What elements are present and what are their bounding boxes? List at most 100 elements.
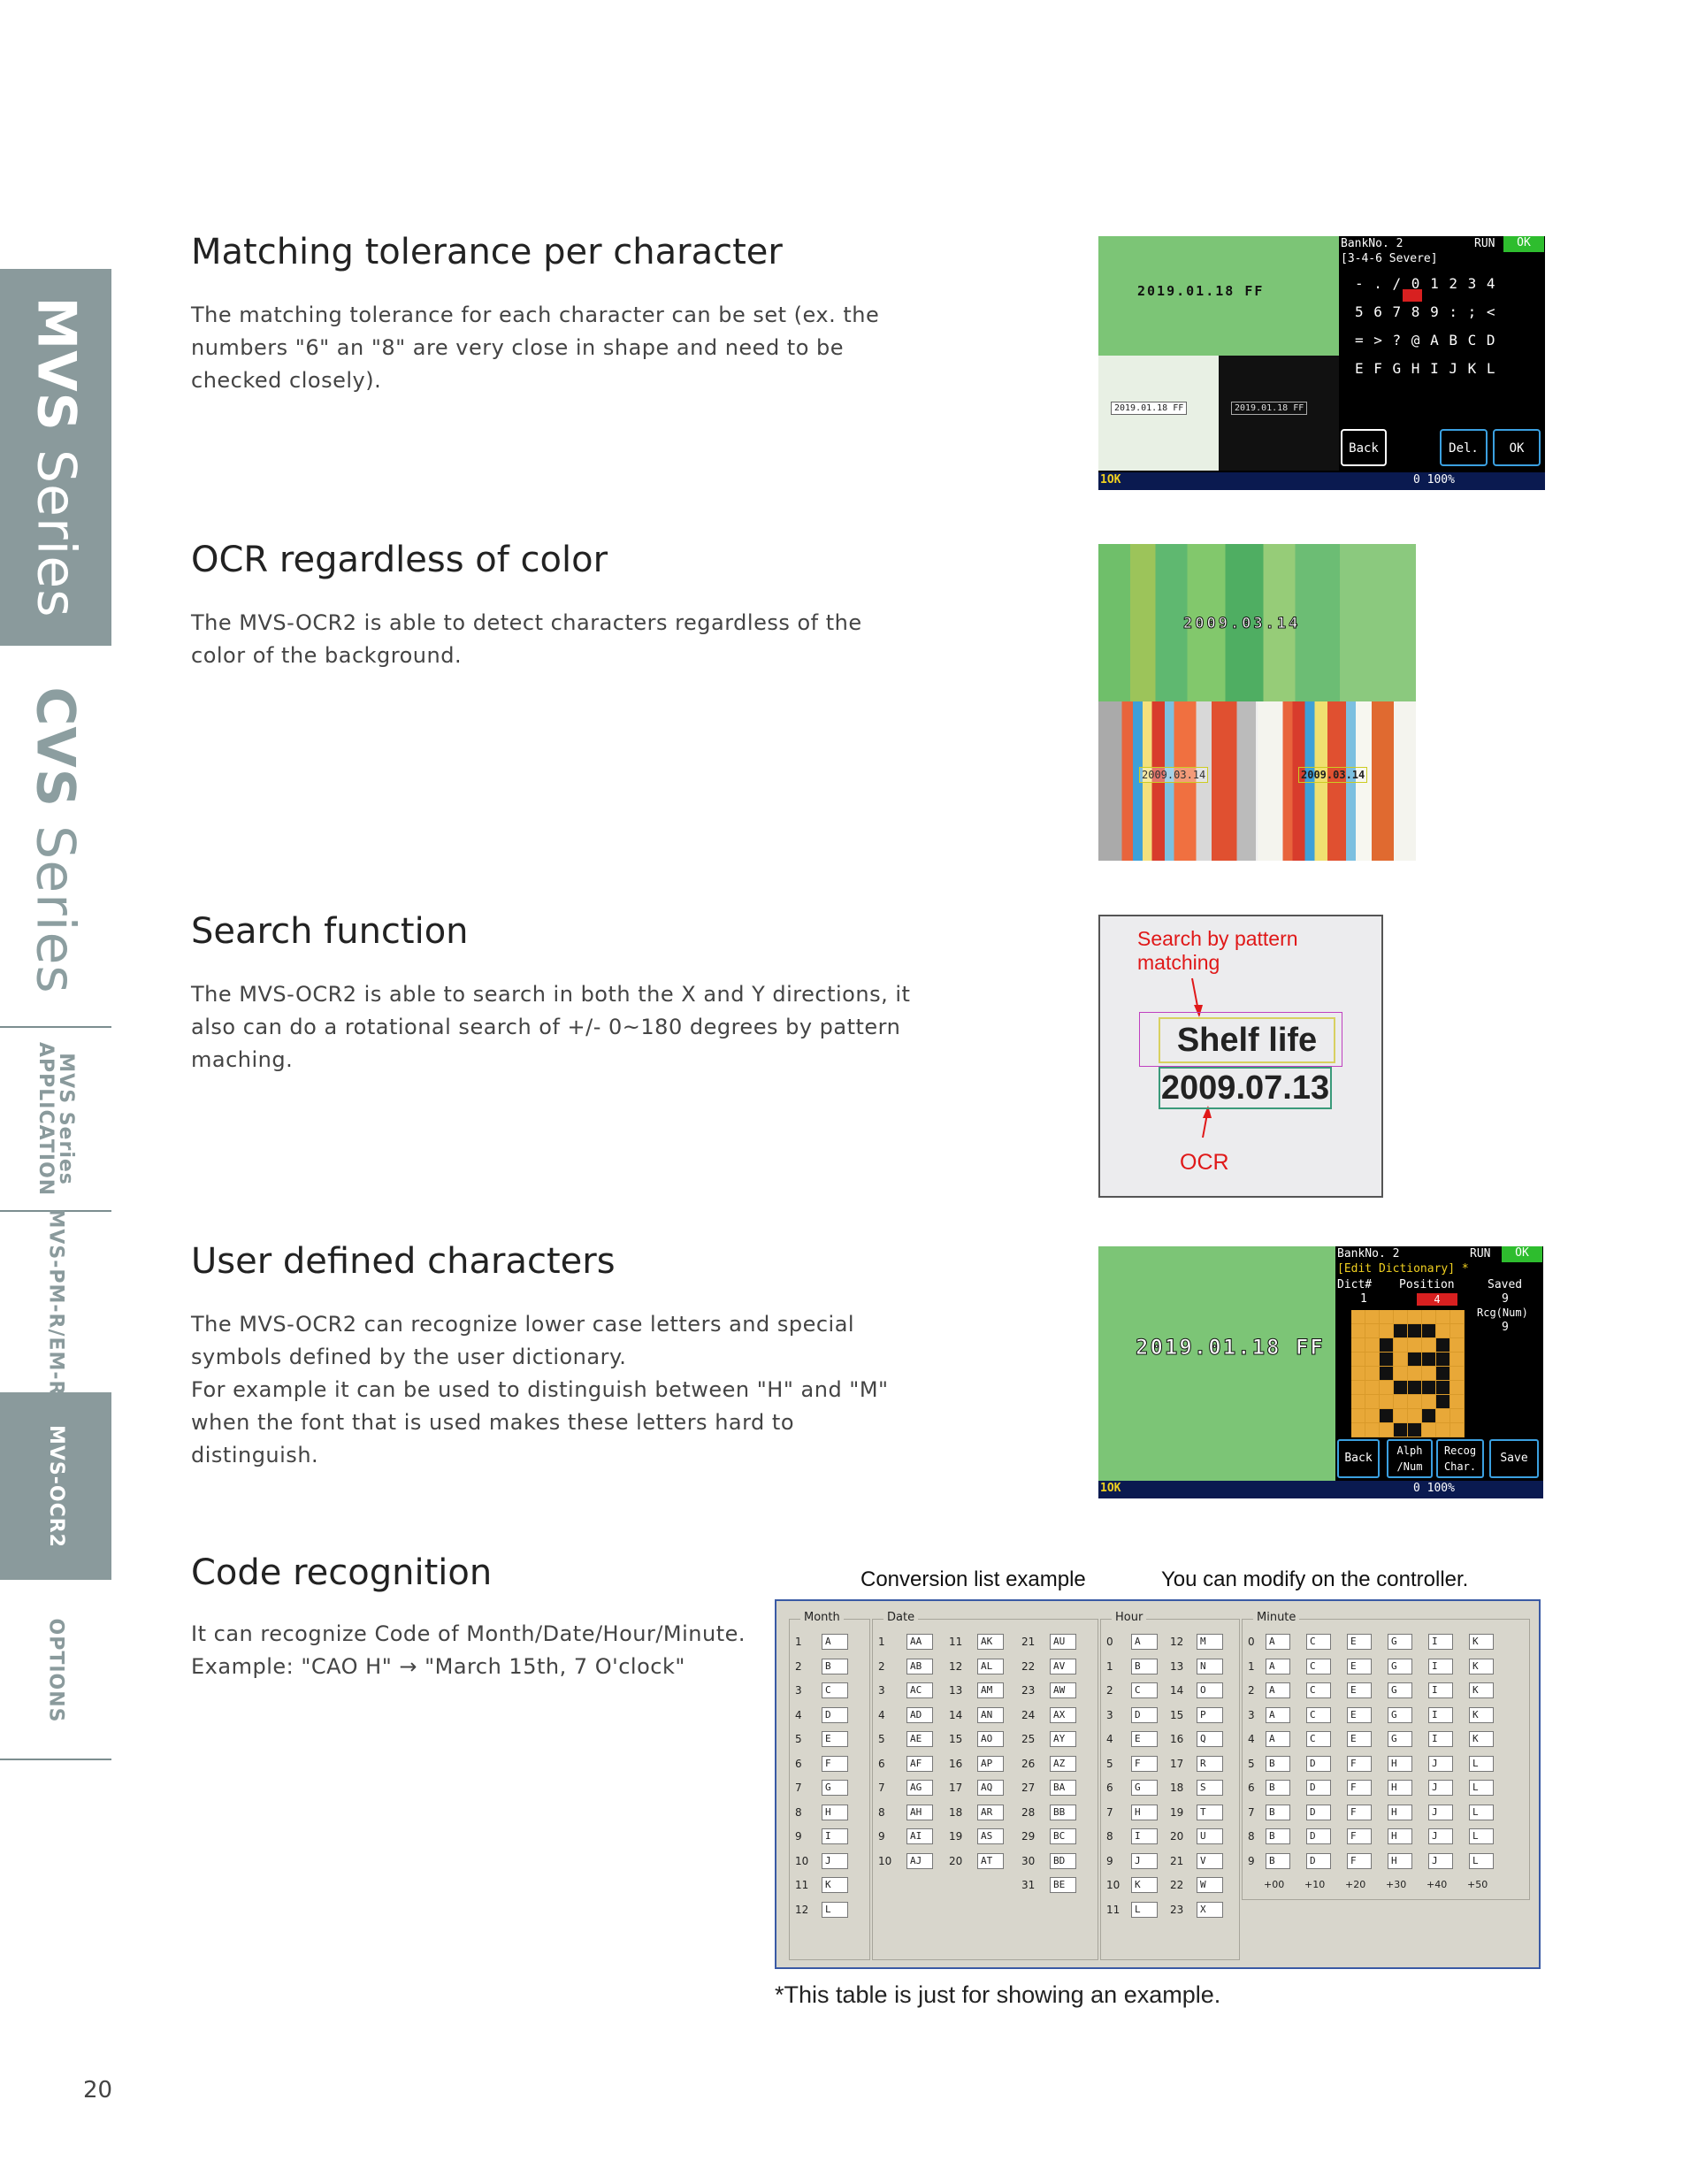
code-value-field[interactable]: A (1266, 1731, 1290, 1747)
pixel-cell[interactable] (1380, 1409, 1393, 1422)
code-value-field[interactable]: C (1306, 1706, 1331, 1723)
code-value-field[interactable]: AT (977, 1852, 1004, 1869)
code-value-field[interactable]: J (822, 1852, 848, 1869)
pixel-cell[interactable] (1351, 1324, 1365, 1337)
sidebar-tab-mvs-application[interactable]: MVS Series APPLICATION (0, 1028, 111, 1210)
code-value-field[interactable]: AR (977, 1804, 1004, 1820)
code-value-field[interactable]: F (1347, 1828, 1372, 1844)
code-value-field[interactable]: AC (906, 1682, 933, 1698)
code-value-field[interactable]: F (1131, 1755, 1158, 1772)
code-value-field[interactable]: F (1347, 1780, 1372, 1796)
code-value-field[interactable]: AD (906, 1706, 933, 1723)
code-value-field[interactable]: A (822, 1634, 848, 1650)
code-value-field[interactable]: T (1197, 1804, 1223, 1820)
code-value-field[interactable]: G (1388, 1731, 1412, 1747)
code-value-field[interactable]: H (1388, 1804, 1412, 1820)
pixel-cell[interactable] (1422, 1409, 1435, 1422)
code-value-field[interactable]: B (1266, 1828, 1290, 1844)
pixel-cell[interactable] (1365, 1338, 1379, 1352)
code-value-field[interactable]: AX (1050, 1706, 1076, 1723)
pixel-cell[interactable] (1394, 1338, 1407, 1352)
code-value-field[interactable]: D (1306, 1852, 1331, 1869)
code-value-field[interactable]: B (822, 1658, 848, 1674)
code-value-field[interactable]: AF (906, 1755, 933, 1772)
code-value-field[interactable]: F (1347, 1755, 1372, 1772)
code-value-field[interactable]: A (1266, 1634, 1290, 1650)
pixel-cell[interactable] (1365, 1395, 1379, 1408)
code-value-field[interactable]: H (1388, 1852, 1412, 1869)
pixel-cell[interactable] (1365, 1310, 1379, 1323)
pixel-cell[interactable] (1394, 1310, 1407, 1323)
pixel-cell[interactable] (1436, 1310, 1449, 1323)
pixel-cell[interactable] (1380, 1381, 1393, 1394)
code-value-field[interactable]: B (1266, 1852, 1290, 1869)
code-value-field[interactable]: E (1347, 1731, 1372, 1747)
pixel-cell[interactable] (1394, 1367, 1407, 1380)
code-value-field[interactable]: I (1131, 1828, 1158, 1844)
code-value-field[interactable]: AY (1050, 1731, 1076, 1747)
pixel-cell[interactable] (1351, 1409, 1365, 1422)
pixel-cell[interactable] (1351, 1353, 1365, 1366)
pixel-cell[interactable] (1394, 1353, 1407, 1366)
code-value-field[interactable]: K (1469, 1706, 1494, 1723)
code-value-field[interactable]: L (1469, 1852, 1494, 1869)
pixel-cell[interactable] (1422, 1395, 1435, 1408)
code-value-field[interactable]: C (1131, 1682, 1158, 1698)
code-value-field[interactable]: S (1197, 1780, 1223, 1796)
code-value-field[interactable]: J (1428, 1780, 1453, 1796)
pixel-cell[interactable] (1450, 1353, 1464, 1366)
pixel-cell[interactable] (1422, 1324, 1435, 1337)
pixel-cell[interactable] (1365, 1381, 1379, 1394)
pixel-cell[interactable] (1380, 1367, 1393, 1380)
pixel-cell[interactable] (1380, 1324, 1393, 1337)
code-value-field[interactable]: I (1428, 1682, 1453, 1698)
code-value-field[interactable]: G (822, 1780, 848, 1796)
pixel-cell[interactable] (1394, 1409, 1407, 1422)
code-value-field[interactable]: D (1306, 1804, 1331, 1820)
delete-button[interactable]: Del. (1440, 429, 1488, 466)
pixel-cell[interactable] (1380, 1353, 1393, 1366)
code-value-field[interactable]: K (1131, 1877, 1158, 1893)
code-value-field[interactable]: G (1388, 1634, 1412, 1650)
sidebar-tab-mvs-pm-r[interactable]: MVS-PM-R/EM-R (0, 1208, 111, 1396)
code-value-field[interactable]: I (1428, 1658, 1453, 1674)
pixel-cell[interactable] (1422, 1381, 1435, 1394)
code-value-field[interactable]: N (1197, 1658, 1223, 1674)
code-value-field[interactable]: AM (977, 1682, 1004, 1698)
save-button[interactable]: Save (1489, 1439, 1539, 1478)
pixel-cell[interactable] (1408, 1409, 1421, 1422)
pixel-cell[interactable] (1436, 1409, 1449, 1422)
code-value-field[interactable]: W (1197, 1877, 1223, 1893)
code-value-field[interactable]: C (822, 1682, 848, 1698)
code-value-field[interactable]: Q (1197, 1731, 1223, 1747)
sidebar-tab-cvs-series[interactable]: CVS Series (0, 655, 111, 1026)
code-value-field[interactable]: D (1306, 1828, 1331, 1844)
code-value-field[interactable]: E (1347, 1682, 1372, 1698)
code-value-field[interactable]: D (822, 1706, 848, 1723)
sidebar-tab-mvs-series[interactable]: MVS Series (0, 269, 111, 646)
pixel-cell[interactable] (1380, 1310, 1393, 1323)
pixel-cell[interactable] (1394, 1395, 1407, 1408)
code-value-field[interactable]: L (1469, 1755, 1494, 1772)
code-value-field[interactable]: BC (1050, 1828, 1076, 1844)
code-value-field[interactable]: K (1469, 1682, 1494, 1698)
code-value-field[interactable]: I (822, 1828, 848, 1844)
pixel-cell[interactable] (1450, 1409, 1464, 1422)
pixel-cell[interactable] (1422, 1423, 1435, 1437)
code-value-field[interactable]: R (1197, 1755, 1223, 1772)
code-value-field[interactable]: C (1306, 1658, 1331, 1674)
code-value-field[interactable]: BE (1050, 1877, 1076, 1893)
back-button[interactable]: Back (1337, 1439, 1380, 1478)
sidebar-tab-mvs-ocr2[interactable]: MVS-OCR2 (0, 1392, 111, 1580)
alph-num-button[interactable]: Alph /Num (1387, 1439, 1433, 1478)
code-value-field[interactable]: AH (906, 1804, 933, 1820)
code-value-field[interactable]: AK (977, 1634, 1004, 1650)
pixel-cell[interactable] (1365, 1324, 1379, 1337)
code-value-field[interactable]: F (1347, 1804, 1372, 1820)
pixel-cell[interactable] (1365, 1367, 1379, 1380)
code-value-field[interactable]: G (1388, 1658, 1412, 1674)
pixel-cell[interactable] (1422, 1310, 1435, 1323)
code-value-field[interactable]: B (1266, 1780, 1290, 1796)
code-value-field[interactable]: H (1131, 1804, 1158, 1820)
code-value-field[interactable]: G (1388, 1682, 1412, 1698)
